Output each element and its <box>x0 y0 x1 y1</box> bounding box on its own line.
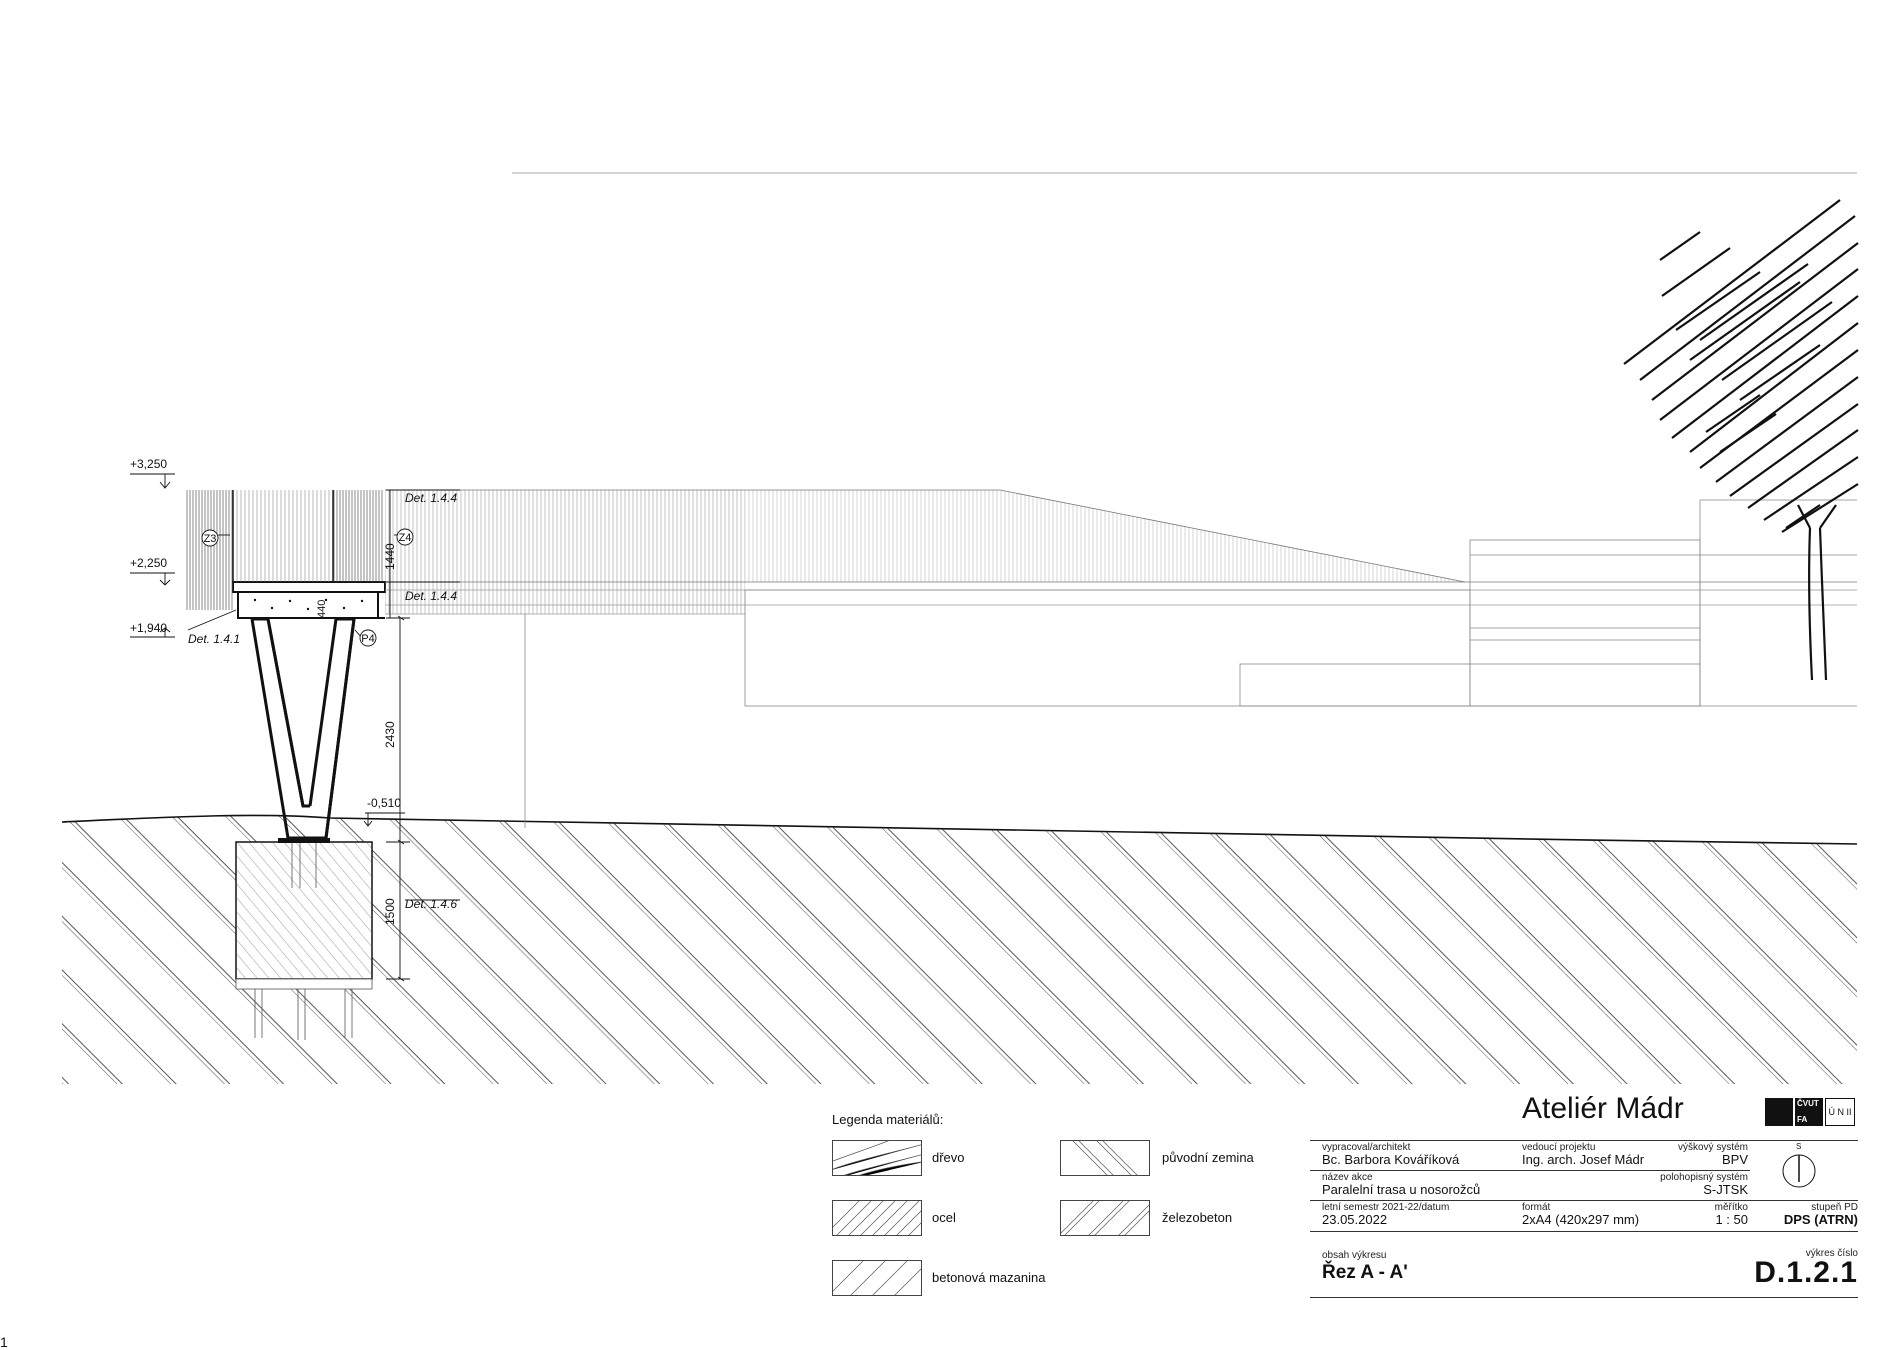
content-label: obsah výkresu <box>1322 1250 1387 1261</box>
logo-un: Ú N II <box>1825 1098 1855 1126</box>
position-system: S-JTSK <box>1703 1182 1748 1197</box>
legend-label-steel: ocel <box>932 1210 956 1225</box>
elevation-ground: -0,510 <box>367 796 401 810</box>
tree <box>1623 199 1859 681</box>
marker-z4 <box>396 528 414 546</box>
dim-rail-height: 1440 <box>383 543 397 570</box>
stage: DPS (ATRN) <box>1783 1212 1858 1227</box>
elevation-deck: +1,940 <box>130 621 167 635</box>
page-number: 1 <box>0 1334 8 1350</box>
north-arrow-icon: S <box>1780 1142 1818 1188</box>
detail-rail-bottom: Det. 1.4.4 <box>405 589 457 603</box>
format: 2xA4 (420x297 mm) <box>1522 1212 1640 1227</box>
scale: 1 : 50 <box>1715 1212 1748 1227</box>
north-label: S <box>1796 1142 1802 1151</box>
swatch-screed <box>832 1260 922 1296</box>
detail-footing: Det. 1.4.6 <box>405 897 457 911</box>
drawing-title: Řez A - A' <box>1322 1262 1408 1283</box>
deck <box>232 581 386 619</box>
scale-label: měřítko <box>1714 1202 1748 1213</box>
legend-label-wood: dřevo <box>932 1150 965 1165</box>
marker-z3-label: Z3 <box>204 533 217 545</box>
format-label: formát <box>1522 1202 1551 1213</box>
logo-cvut: ČVUT <box>1797 1099 1819 1108</box>
stage-label: stupeň PD <box>1811 1202 1858 1213</box>
number-label: výkres číslo <box>1805 1248 1858 1259</box>
railing-near <box>185 490 383 610</box>
marker-z4-label: Z4 <box>399 532 412 544</box>
position-system-label: polohopisný systém <box>1660 1172 1748 1183</box>
date: 23.05.2022 <box>1322 1212 1388 1227</box>
legend-label-screed: betonová mazanina <box>932 1270 1046 1285</box>
dim-column-height: 2430 <box>383 721 397 748</box>
background-buildings <box>524 499 1857 828</box>
school-logo: ČVUT FA Ú N II <box>1765 1098 1855 1126</box>
title-block: Ateliér Mádr ČVUT FA Ú N II vypracoval/a… <box>1310 1092 1858 1298</box>
footing <box>235 838 373 1040</box>
studio-name: Ateliér Mádr <box>1522 1092 1684 1125</box>
logo-fa: FA <box>1797 1115 1808 1124</box>
project: Paralelní trasa u nosorožců <box>1322 1182 1481 1197</box>
swatch-wood <box>832 1140 922 1176</box>
legend-label-soil: původní zemina <box>1162 1150 1254 1165</box>
height-system-label: výškový systém <box>1677 1142 1748 1153</box>
railing-far <box>385 489 1857 615</box>
legend-label-concrete: železobeton <box>1162 1210 1233 1225</box>
project-label: název akce <box>1322 1172 1373 1183</box>
swatch-soil <box>1060 1140 1150 1176</box>
detail-deck: Det. 1.4.1 <box>188 632 240 646</box>
drawing-number: D.1.2.1 <box>1754 1256 1858 1289</box>
author-label: vypracoval/architekt <box>1322 1142 1411 1153</box>
marker-circles <box>201 528 414 647</box>
dim-footing-depth: 1500 <box>383 898 397 925</box>
height-system: BPV <box>1721 1152 1748 1167</box>
dimension-lines <box>130 473 460 982</box>
semester-label: letní semestr 2021-22/datum <box>1322 1202 1450 1213</box>
elevation-mid: +2,250 <box>130 556 167 570</box>
ground-line <box>61 814 1858 845</box>
elevation-top: +3,250 <box>130 457 167 471</box>
leader-label: vedoucí projektu <box>1522 1142 1596 1153</box>
marker-p4 <box>359 629 377 647</box>
detail-rail-top: Det. 1.4.4 <box>405 491 457 505</box>
swatch-concrete <box>1060 1200 1150 1236</box>
marker-p4-label: P4 <box>361 633 374 645</box>
dim-deck-thickness: 440 <box>316 600 328 618</box>
v-column <box>250 617 356 840</box>
legend-title: Legenda materiálů: <box>832 1112 944 1127</box>
marker-z3 <box>201 529 219 547</box>
author: Bc. Barbora Kováříková <box>1322 1152 1460 1167</box>
lion-icon <box>1765 1098 1793 1126</box>
swatch-steel <box>832 1200 922 1236</box>
leader: Ing. arch. Josef Mádr <box>1522 1152 1645 1167</box>
